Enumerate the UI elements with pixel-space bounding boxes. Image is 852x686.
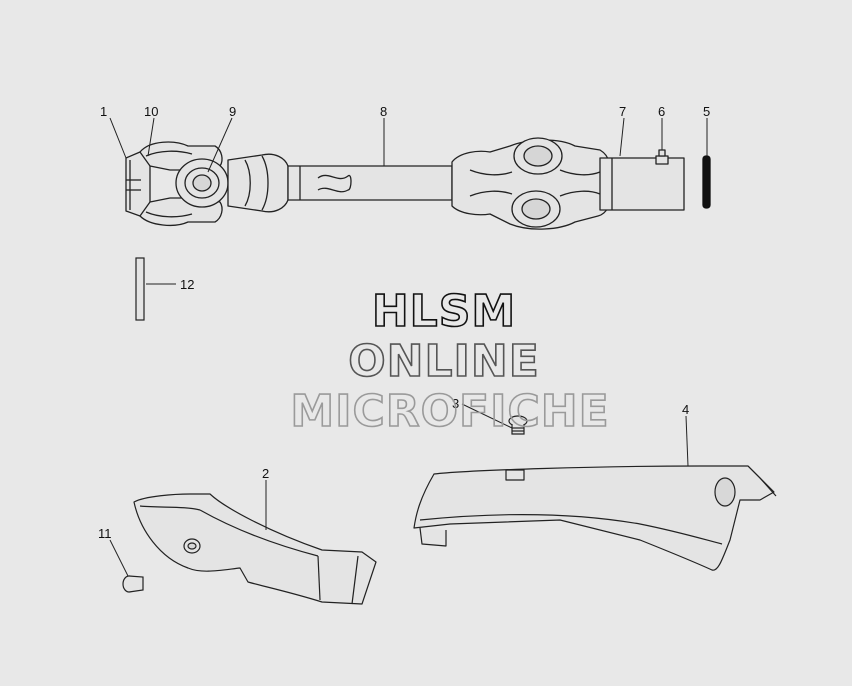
- callout-4: 4: [682, 402, 689, 417]
- callout-9: 9: [229, 104, 236, 119]
- part-7-tube-yoke: [599, 157, 685, 211]
- watermark-line-2: ONLINE: [348, 336, 540, 387]
- drive-shaft-assembly: [125, 137, 711, 230]
- part-9-cross-bearing: [175, 158, 229, 208]
- callout-6: 6: [658, 104, 665, 119]
- callout-2: 2: [262, 466, 269, 481]
- callout-7: 7: [619, 104, 626, 119]
- watermark-line-3: MICROFICHE: [290, 386, 609, 437]
- callout-5: 5: [703, 104, 710, 119]
- leader-lines: [109, 117, 708, 577]
- callout-11: 11: [98, 526, 112, 541]
- part-11-bolt: [122, 575, 144, 593]
- part-12-rod: [135, 257, 145, 321]
- left-neck: [227, 153, 289, 213]
- callout-12: 12: [180, 277, 194, 292]
- watermark: HLSM ONLINE MICROFICHE: [290, 285, 610, 438]
- right-coupling: [451, 137, 612, 230]
- part-2-guard: [133, 493, 377, 605]
- part-8-shaft-tube: [287, 165, 453, 201]
- callout-10: 10: [144, 104, 158, 119]
- part-3-screw: [508, 415, 528, 435]
- callout-3: 3: [452, 396, 459, 411]
- callout-1: 1: [100, 104, 107, 119]
- watermark-line-1: HLSM: [372, 286, 516, 337]
- callout-labels: 1 10 9 8 7 6 5 12 3 4 2 11: [98, 104, 710, 541]
- part-4-large-guard: [413, 465, 777, 571]
- part-5-pin: [702, 155, 711, 209]
- callout-8: 8: [380, 104, 387, 119]
